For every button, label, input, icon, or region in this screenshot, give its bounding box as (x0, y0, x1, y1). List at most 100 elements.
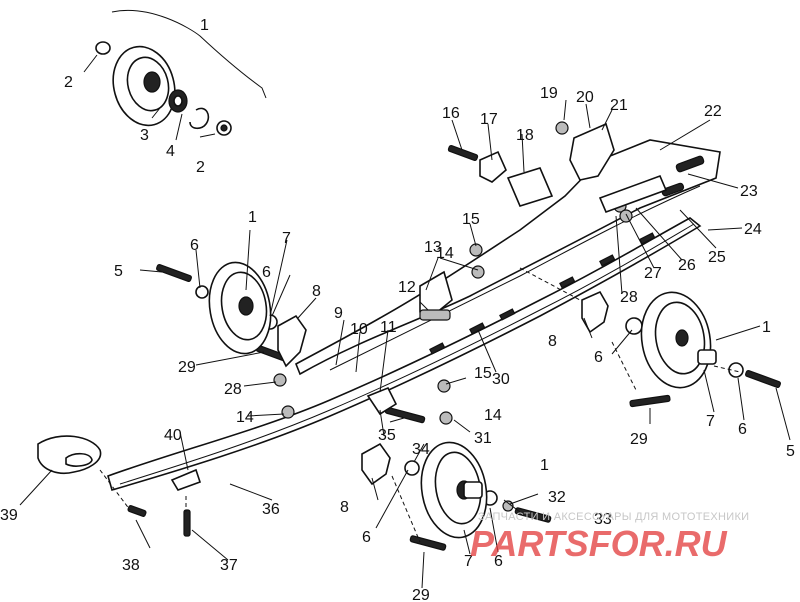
wheel-right (640, 291, 717, 389)
watermark: ЗАПЧАСТИ И АКСЕССУАРЫ ДЛЯ МОТОТЕХНИКИ PA… (470, 511, 749, 564)
group-bracket (111, 10, 267, 99)
bracket-part (361, 442, 391, 486)
pivot-part (366, 386, 398, 416)
callout-25: 25 (708, 249, 726, 266)
pin-part (419, 309, 451, 321)
bolt-part (745, 369, 781, 389)
rail-slot (661, 182, 685, 197)
callout-33: 33 (594, 511, 612, 528)
wheel-bottom (420, 441, 488, 539)
callout-1: 1 (540, 457, 549, 474)
washer-hole-part (220, 124, 228, 132)
spring-part (598, 174, 668, 214)
bolt-part (409, 535, 447, 551)
rail-channel (107, 217, 702, 491)
nut-part (95, 41, 111, 55)
tip-part (37, 435, 102, 474)
watermark-text: ЗАПЧАСТИ И АКСЕССУАРЫ ДЛЯ МОТОТЕХНИКИ (478, 511, 749, 523)
watermark-logo: PARTSFOR.RU (470, 523, 728, 564)
callout-36: 36 (262, 501, 280, 518)
callout-24: 24 (744, 221, 762, 238)
callout-14-label: 14 (436, 245, 454, 262)
lower-rail (107, 217, 702, 491)
callout-17: 17 (480, 111, 498, 128)
callout-29: 29 (412, 587, 430, 602)
callout-19: 19 (540, 85, 558, 102)
callout-5: 5 (114, 263, 123, 280)
callout-3: 3 (140, 127, 149, 144)
callout-15: 15 (474, 365, 492, 382)
bearing-inner-part (173, 95, 183, 107)
callout-6: 6 (494, 553, 503, 570)
callouts: 1 2 3 4 2 5 6 1 7 6 8 9 10 11 29 28 14 1… (0, 17, 795, 602)
callout-6: 6 (362, 529, 371, 546)
callout-16: 16 (442, 105, 460, 122)
callout-8: 8 (548, 333, 557, 350)
bolt-part (183, 509, 191, 537)
bushing-part (479, 150, 507, 183)
tip-slot (65, 452, 93, 467)
callout-1: 1 (248, 209, 257, 226)
callout-8: 8 (312, 283, 321, 300)
callout-1: 1 (762, 319, 771, 336)
block-part (506, 167, 554, 207)
callout-28: 28 (620, 289, 638, 306)
snap-ring-part (189, 107, 210, 130)
callout-29: 29 (630, 431, 648, 448)
callout-31: 31 (474, 430, 492, 447)
bolt-part (156, 263, 192, 283)
callout-22: 22 (704, 103, 722, 120)
bolt-part (384, 406, 426, 424)
callout-7: 7 (282, 230, 291, 247)
callout-23: 23 (740, 183, 758, 200)
bolt-part (447, 145, 479, 161)
callout-1: 1 (200, 17, 209, 34)
callout-18: 18 (516, 127, 534, 144)
callout-2: 2 (64, 74, 73, 91)
callout-28: 28 (224, 381, 242, 398)
callout-26: 26 (678, 257, 696, 274)
bracket-part (581, 290, 609, 334)
callout-27: 27 (644, 265, 662, 282)
callout-32: 32 (548, 489, 566, 506)
bolt-part (629, 394, 671, 408)
rail-clip-part (170, 468, 202, 491)
callout-29: 29 (178, 359, 196, 376)
callout-6: 6 (594, 349, 603, 366)
callout-21: 21 (610, 97, 628, 114)
callout-6: 6 (262, 264, 271, 281)
callout-34: 34 (412, 441, 430, 458)
callout-9: 9 (334, 305, 343, 322)
callout-20: 20 (576, 89, 594, 106)
callout-14: 14 (484, 407, 502, 424)
callout-7: 7 (706, 413, 715, 430)
callout-13: 13 (424, 239, 442, 256)
wheel-hub-part (143, 71, 161, 93)
callout-4: 4 (166, 143, 175, 160)
bolts (127, 145, 781, 551)
callout-5: 5 (786, 443, 795, 460)
bracket-part (277, 314, 307, 368)
callout-12: 12 (398, 279, 416, 296)
callout-7: 7 (464, 553, 473, 570)
leader-lines (19, 99, 791, 589)
callout-11: 11 (380, 319, 397, 336)
callout-30: 30 (492, 371, 510, 388)
callout-8: 8 (340, 499, 349, 516)
callout-15: 15 (462, 211, 480, 228)
callout-40: 40 (164, 427, 182, 444)
mount-part (569, 122, 615, 181)
callout-39: 39 (0, 507, 18, 524)
callout-38: 38 (122, 557, 140, 574)
wheel-left (208, 261, 272, 355)
rail-slots (429, 232, 656, 355)
callout-14: 14 (236, 409, 254, 426)
rail-slot (675, 155, 705, 173)
callout-2: 2 (196, 159, 205, 176)
bolt-part (127, 505, 147, 517)
callout-6: 6 (190, 237, 199, 254)
exploded-wheel-group (83, 10, 267, 141)
callout-35: 35 (378, 427, 396, 444)
callout-6: 6 (738, 421, 747, 438)
